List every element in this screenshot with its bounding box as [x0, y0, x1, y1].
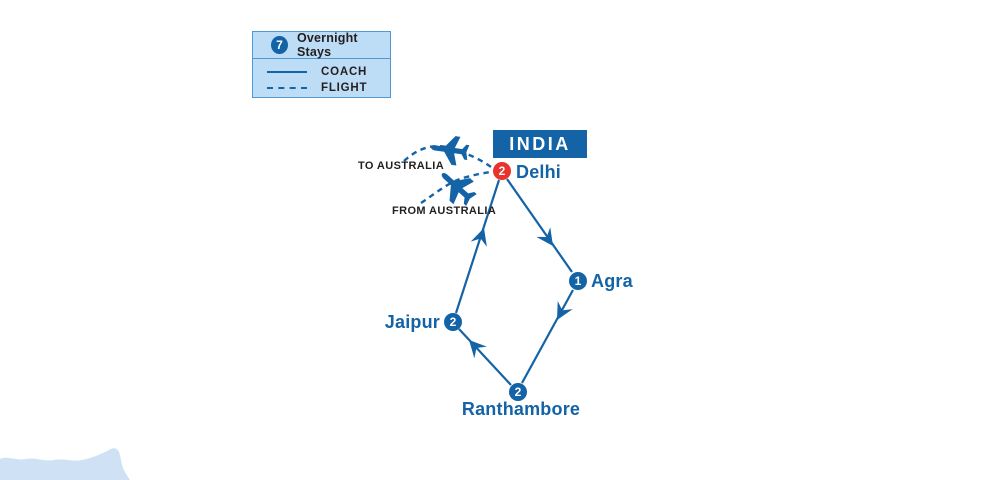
route-arrow [536, 227, 553, 246]
route-arrow [469, 340, 487, 359]
coach-line-swatch [267, 70, 307, 73]
airplane-icon [431, 136, 470, 166]
flight-path-from-australia [420, 170, 493, 204]
route-arrow [470, 228, 487, 247]
airplane-icons [431, 136, 477, 206]
legend-coach-row: COACH [253, 64, 390, 79]
coach-route-jaipur-delhi [454, 179, 501, 314]
coach-route-agra-ranthambore [521, 289, 574, 384]
marker-delhi: 2 [493, 162, 511, 180]
country-title-box: INDIA [493, 130, 587, 158]
city-label-ranthambore: Ranthambore [461, 399, 581, 419]
from-australia-label: FROM AUSTRALIA [392, 205, 497, 217]
airplane-icon [441, 173, 477, 206]
city-label-jaipur: Jaipur [384, 312, 440, 332]
coach-label: COACH [321, 65, 368, 78]
coastline-shape [0, 448, 130, 480]
marker-jaipur: 2 [444, 313, 462, 331]
coach-route-ranthambore-jaipur [458, 328, 512, 386]
city-label-agra: Agra [591, 271, 633, 291]
legend-line-types: COACH FLIGHT [253, 59, 390, 95]
legend: 7 Overnight Stays COACH FLIGHT [252, 31, 391, 98]
coach-route-delhi-agra [506, 178, 573, 273]
marker-agra: 1 [569, 272, 587, 290]
marker-ranthambore: 2 [509, 383, 527, 401]
route-arrow [557, 301, 573, 320]
country-title: INDIA [509, 133, 571, 154]
route-arrows [469, 227, 573, 359]
overnight-count-badge: 7 [271, 36, 288, 54]
coach-routes [454, 178, 574, 386]
flight-line-swatch [267, 86, 307, 89]
legend-overnight-row: 7 Overnight Stays [253, 31, 390, 59]
to-australia-label: TO AUSTRALIA [358, 160, 445, 172]
overnight-stays-label: Overnight Stays [296, 31, 358, 59]
legend-flight-row: FLIGHT [253, 80, 390, 95]
city-label-delhi: Delhi [516, 162, 562, 182]
flight-label: FLIGHT [321, 81, 368, 94]
